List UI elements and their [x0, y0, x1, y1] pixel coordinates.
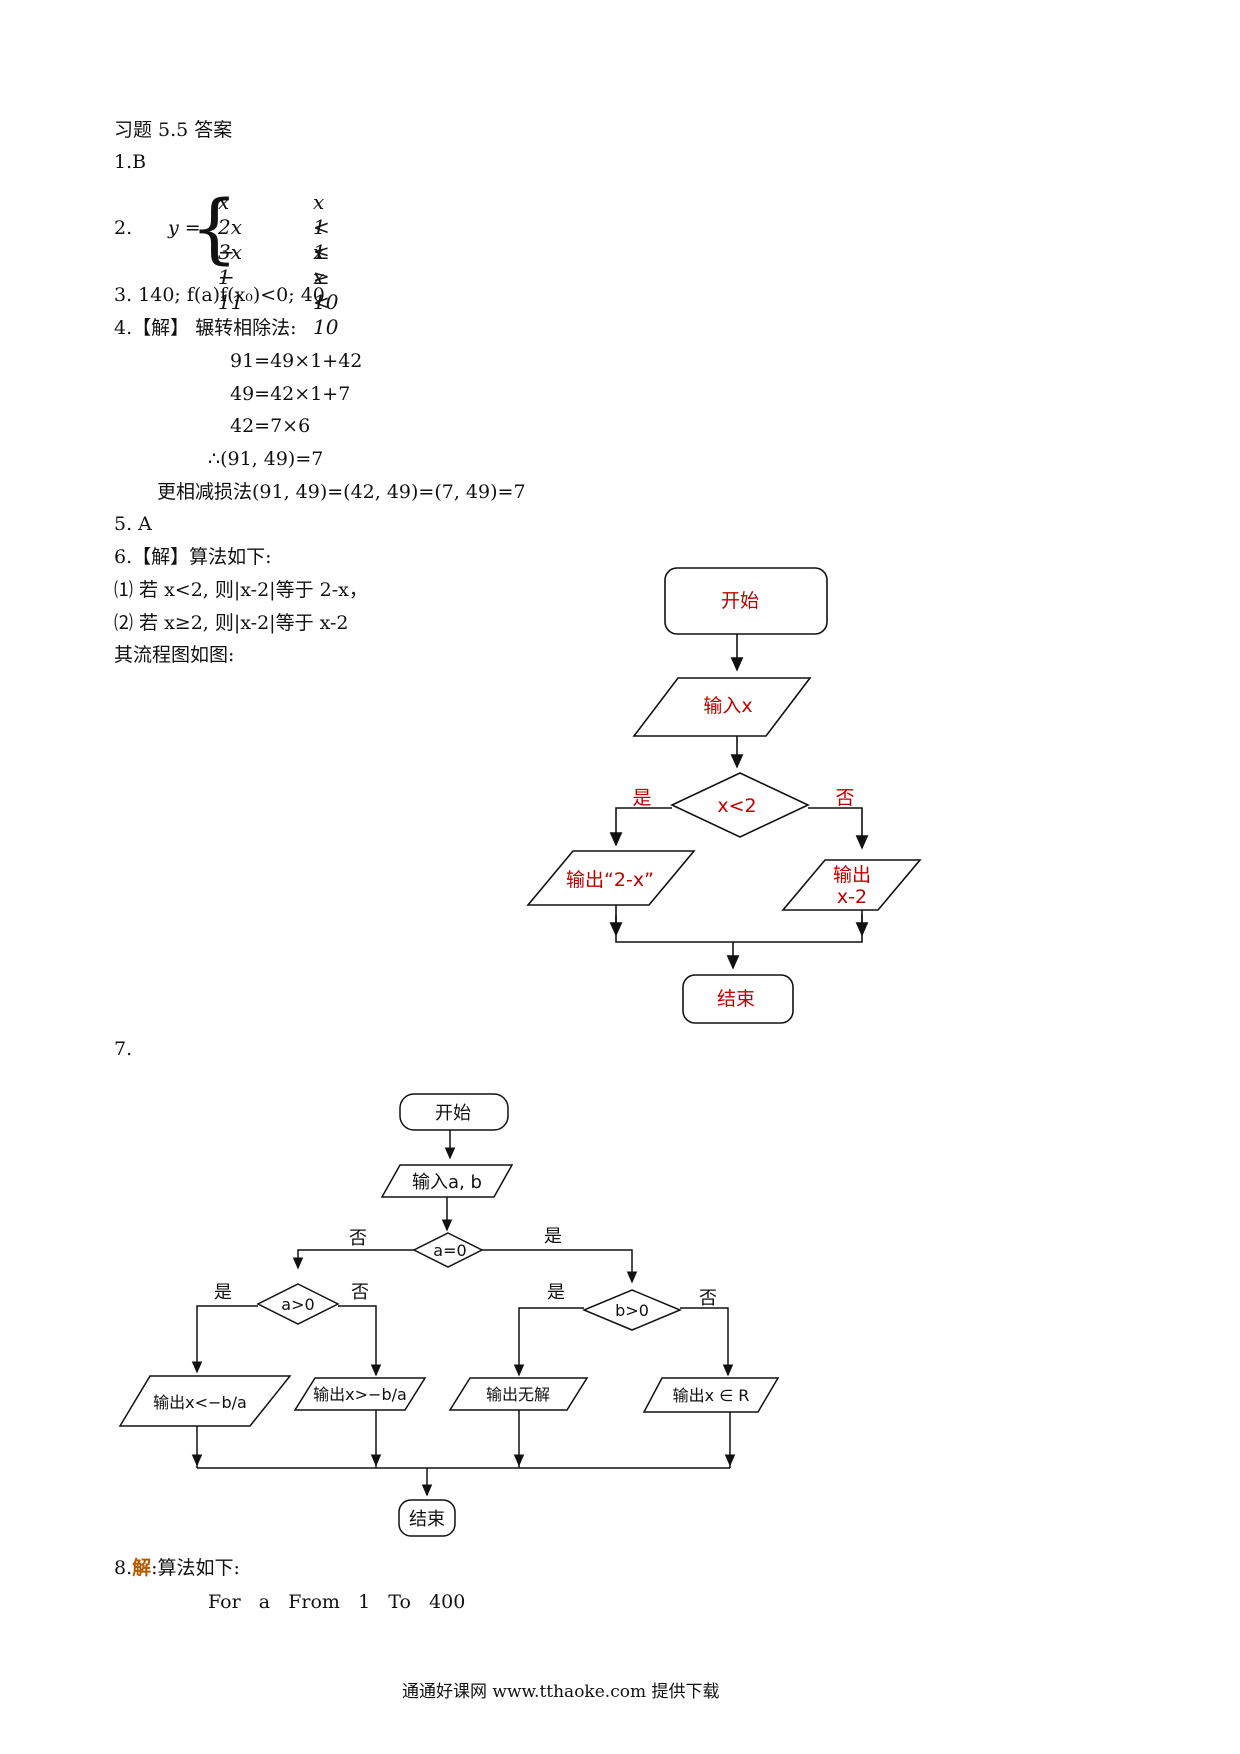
- output-yes-label: 输出“2-x”: [566, 869, 654, 891]
- answer-8-rest: :算法如下:: [151, 1557, 240, 1579]
- no-label: 否: [835, 787, 854, 809]
- gcd-step-3: 42=7×6: [230, 415, 311, 437]
- decision-label: x<2: [717, 795, 756, 817]
- input-node: [632, 677, 812, 737]
- output-node-2: [293, 1377, 427, 1411]
- decision-a-zero-label: a=0: [433, 1241, 466, 1260]
- output-label-3: 输出无解: [486, 1385, 550, 1404]
- page-title: 习题 5.5 答案: [114, 119, 233, 141]
- output-label-1: 输出x<−b/a: [153, 1393, 247, 1412]
- piece-cond: x ≥ 10: [313, 240, 339, 314]
- answer-6-case-1: ⑴ 若 x<2, 则|x-2|等于 2-x，: [114, 579, 368, 601]
- output-label-4: 输出x ∈ R: [673, 1386, 750, 1405]
- answer-6-flow-note: 其流程图如图:: [114, 644, 235, 666]
- yes-label-2: 是: [544, 1226, 562, 1247]
- start-label-2: 开始: [435, 1103, 471, 1124]
- output-node-1: [118, 1375, 292, 1427]
- no-label-3: 否: [351, 1282, 369, 1303]
- piece-expr: 3x − 11: [218, 240, 244, 314]
- output-label-2: 输出x>−b/a: [313, 1385, 407, 1404]
- decision-b-positive-label: b>0: [615, 1301, 649, 1320]
- gcd-result: ∴(91, 49)=7: [208, 448, 324, 470]
- answer-8-solution-tag: 解: [132, 1557, 152, 1579]
- output-no-node: [781, 859, 922, 911]
- gcd-step-2: 49=42×1+7: [230, 383, 351, 405]
- output-no-label-1: 输出: [833, 864, 871, 886]
- answer-7: 7.: [114, 1038, 133, 1060]
- piecewise-brace: {: [190, 183, 239, 272]
- answer-4-heading: 4.【解】 辗转相除法:: [114, 317, 297, 339]
- end-node: [682, 974, 794, 1024]
- output-node-3: [448, 1377, 589, 1411]
- end-label: 结束: [717, 988, 755, 1010]
- answer-1: 1.B: [114, 151, 147, 173]
- answer-6-case-2: ⑵ 若 x≥2, 则|x-2|等于 x-2: [114, 612, 349, 634]
- input-label: 输入x: [703, 695, 752, 717]
- yes-label-3: 是: [214, 1282, 232, 1303]
- answer-8-heading: 8.解:算法如下:: [114, 1556, 240, 1580]
- answer-2-lhs: y =: [168, 217, 201, 239]
- answer-2-number: 2.: [114, 217, 133, 239]
- answer-8-number: 8.: [114, 1557, 133, 1579]
- piece-expr: 2x − 1: [218, 215, 243, 289]
- no-label-4: 否: [699, 1288, 717, 1309]
- decision-b-positive: [582, 1289, 682, 1331]
- output-yes-node: [526, 850, 696, 906]
- output-node-4: [642, 1377, 780, 1413]
- no-label-2: 否: [349, 1228, 367, 1249]
- piece-cond: x < 1: [313, 190, 330, 264]
- piece-cond: 1 ≤ x < 10: [313, 215, 339, 339]
- answer-3: 3. 140; f(a)f(x₀)<0; 40: [114, 284, 325, 306]
- footer: 通通好课网 www.tthaoke.com 提供下载: [402, 1682, 720, 1702]
- yes-label-4: 是: [547, 1282, 565, 1303]
- end-label-2: 结束: [409, 1509, 445, 1530]
- decision-a-positive: [256, 1283, 340, 1325]
- decision-node: [670, 772, 810, 838]
- start-label: 开始: [721, 590, 759, 612]
- subtraction-method: 更相减损法(91, 49)=(42, 49)=(7, 49)=7: [157, 481, 526, 503]
- decision-a-positive-label: a>0: [281, 1295, 314, 1314]
- end-node-2: [398, 1499, 456, 1537]
- start-node-2: [399, 1093, 509, 1131]
- piece-expr: x: [218, 190, 230, 214]
- gcd-step-1: 91=49×1+42: [230, 350, 363, 372]
- output-no-label-2: x-2: [837, 886, 867, 908]
- decision-a-zero: [412, 1232, 484, 1268]
- start-node: [664, 567, 828, 635]
- yes-label: 是: [632, 787, 651, 809]
- answer-5: 5. A: [114, 513, 152, 535]
- answer-6-heading: 6.【解】算法如下:: [114, 546, 272, 568]
- input-label-2: 输入a, b: [412, 1172, 482, 1193]
- answer-8-code: For a From 1 To 400: [208, 1591, 466, 1613]
- input-node-2: [380, 1164, 514, 1198]
